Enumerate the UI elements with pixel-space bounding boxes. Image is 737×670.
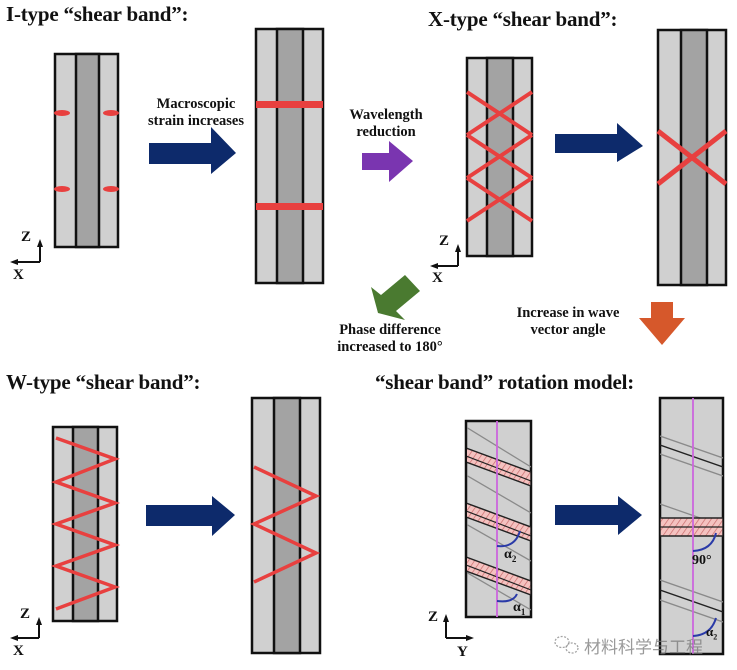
axis-w-type <box>10 617 42 641</box>
axis-x-type <box>430 244 461 269</box>
rotation-hatched-band-3 <box>467 556 531 596</box>
x-type-shear-bands <box>465 90 534 223</box>
caption-line: increased to 180° <box>337 339 443 355</box>
rotation-model-title: “shear band” rotation model: <box>375 370 635 394</box>
caption-phase-difference: Phase difference increased to 180° <box>320 322 460 356</box>
arrow-wave-vector-angle <box>639 302 685 345</box>
arrow-rotation-model <box>555 496 642 535</box>
x-type-specimen-strained <box>656 28 728 287</box>
rotation-hatched-band-1 <box>467 447 531 487</box>
alpha-subscript: 2 <box>511 553 517 564</box>
axis-label-x-w-type: X <box>13 643 24 659</box>
angle-arc-alpha2-right <box>692 617 717 637</box>
angle-arc-90-right <box>692 532 717 552</box>
alpha-subscript: 2 <box>713 632 718 642</box>
axis-label-z-x-type: Z <box>439 233 450 249</box>
axis-rotation <box>443 614 474 641</box>
w-type-specimen-strained <box>249 396 322 655</box>
x-type-specimen-initial <box>465 56 534 258</box>
axis-i-type <box>10 239 43 265</box>
x-type-single-cross <box>656 129 728 186</box>
watermark-chat-icon <box>554 635 579 654</box>
i-type-nucleation-sites <box>54 110 119 192</box>
x-type-title: X-type “shear band”: <box>428 7 618 31</box>
watermark-text: 材料科学与工程 <box>584 638 703 658</box>
caption-line: strain increases <box>148 113 244 129</box>
i-type-shear-band-lower <box>256 203 323 210</box>
alpha-glyph: α <box>504 547 512 562</box>
rotation-horizontal-band <box>660 517 723 537</box>
caption-wave-vector-angle: Increase in wave vector angle <box>503 305 633 339</box>
w-type-title: W-type “shear band”: <box>6 370 201 394</box>
alpha-subscript: 1 <box>520 606 526 617</box>
i-type-title: I-type “shear band”: <box>6 2 189 26</box>
caption-line: Increase in wave <box>516 305 620 321</box>
caption-line: Phase difference <box>339 322 441 338</box>
caption-macroscopic-strain: Macroscopic strain increases <box>132 96 260 130</box>
axis-label-x-x-type: X <box>432 270 443 286</box>
axis-label-x-i-type: X <box>13 267 24 283</box>
arrow-macroscopic-strain <box>149 127 236 174</box>
w-type-zigzag-band <box>50 436 121 611</box>
i-type-specimen-strained <box>254 27 325 285</box>
arrow-wavelength-reduction <box>362 141 413 182</box>
caption-line: Wavelength <box>349 107 423 123</box>
caption-line: Macroscopic <box>156 96 236 112</box>
arrow-x-type-strain <box>555 123 643 162</box>
alpha-glyph: α <box>513 600 521 615</box>
w-type-zigzag-band-strained <box>249 465 321 584</box>
caption-line: vector angle <box>530 322 606 338</box>
arrow-phase-difference <box>371 275 420 320</box>
axis-label-z-w-type: Z <box>20 606 31 622</box>
axis-label-y-rotation: Y <box>457 644 468 660</box>
angle-label-alpha2-left: α2 <box>504 547 516 564</box>
axis-label-z-i-type: Z <box>21 229 32 245</box>
angle-label-alpha1-left: α1 <box>513 600 525 617</box>
caption-wavelength-reduction: Wavelength reduction <box>336 107 436 141</box>
i-type-shear-band-upper <box>256 101 323 108</box>
angle-label-90-right: 90° <box>692 553 712 568</box>
caption-line: reduction <box>356 124 416 140</box>
w-type-specimen-initial <box>50 425 121 623</box>
angle-label-alpha2-right: α2 <box>706 624 717 642</box>
arrow-w-type-strain <box>146 496 235 536</box>
angle-arc-alpha2-left <box>496 530 521 548</box>
axis-label-z-rotation: Z <box>428 609 439 625</box>
rotation-specimen-initial <box>464 419 533 619</box>
rotation-specimen-rotated <box>658 396 725 656</box>
alpha-glyph: α <box>706 624 714 639</box>
angle-arc-alpha1-left <box>496 593 518 603</box>
i-type-specimen-initial <box>53 52 120 249</box>
